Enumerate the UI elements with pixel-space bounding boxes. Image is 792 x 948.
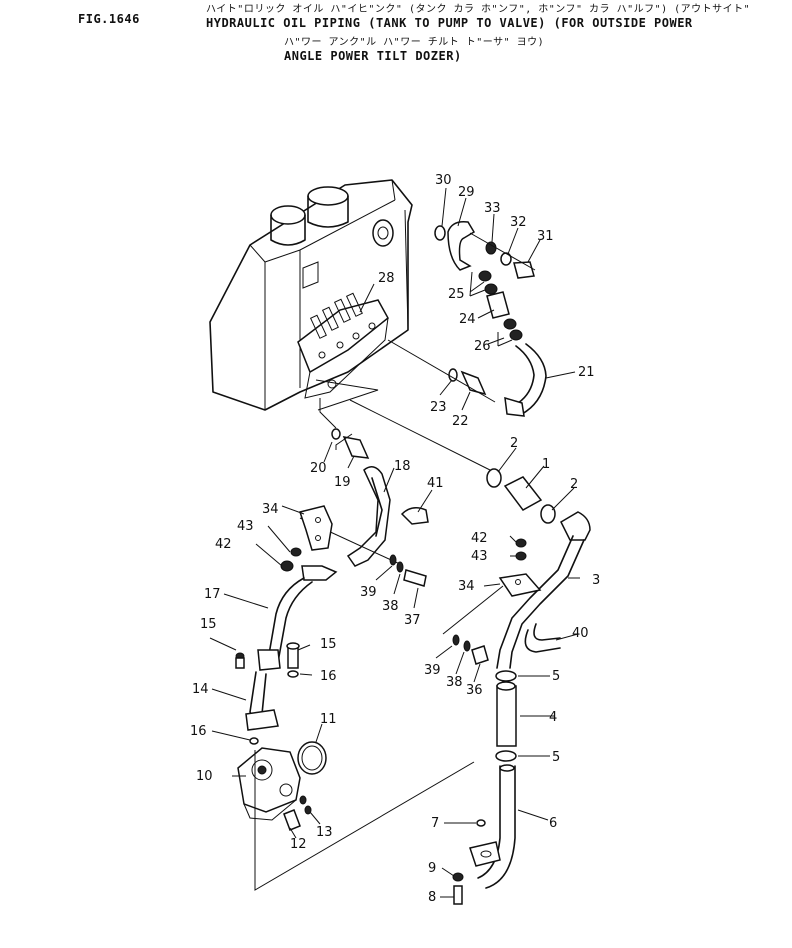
callout-6: 6 xyxy=(549,816,557,831)
callout-39b: 39 xyxy=(424,663,441,678)
hose-coupling-assembly xyxy=(469,270,523,347)
o-ring-30 xyxy=(434,225,446,241)
callout-42a: 42 xyxy=(215,537,232,552)
callout-43b: 43 xyxy=(471,549,488,564)
callout-29: 29 xyxy=(458,185,475,200)
callout-17: 15 xyxy=(320,637,337,652)
callout-labels: 30 29 33 32 31 28 25 24 26 21 23 22 2 1 … xyxy=(190,173,600,905)
callout-34: 34 xyxy=(458,579,475,594)
callout-18: 16 xyxy=(320,669,337,684)
callout-2b: 2 xyxy=(570,477,578,492)
callout-23: 21 xyxy=(578,365,595,380)
callout-38b: 38 xyxy=(446,675,463,690)
callout-15: 15 xyxy=(200,617,217,632)
elbow-14-assembly xyxy=(235,642,300,745)
callout-41: 41 xyxy=(427,476,444,491)
elbow-29 xyxy=(447,220,476,271)
callout-8: 8 xyxy=(428,890,436,905)
pump-discharge-fittings xyxy=(331,428,391,567)
callout-36: 36 xyxy=(466,683,483,698)
callout-27a: 25 xyxy=(448,287,465,302)
callout-33: 33 xyxy=(484,201,501,216)
callout-24: 22 xyxy=(452,414,469,429)
callout-19: 17 xyxy=(204,587,221,602)
leader-lines xyxy=(209,187,580,898)
bolt-31 xyxy=(513,261,535,279)
callout-32: 32 xyxy=(510,215,527,230)
callout-27b: 26 xyxy=(474,339,491,354)
callout-35: 34 xyxy=(262,502,279,517)
title-line-1: HYDRAULIC OIL PIPING (TANK TO PUMP TO VA… xyxy=(206,16,693,30)
title-line-2: ANGLE POWER TILT DOZER) xyxy=(284,49,462,63)
callout-38a: 38 xyxy=(382,599,399,614)
callout-7: 7 xyxy=(431,816,439,831)
callout-22: 20 xyxy=(310,461,327,476)
adapter-24-oring-25 xyxy=(387,339,496,403)
callout-11: 11 xyxy=(320,712,337,727)
title-kana-line-2: ハ"ワー アンク"ル ハ"ワー チルト ト"ーサ" ヨウ) xyxy=(284,37,545,48)
callout-42b: 42 xyxy=(471,531,488,546)
washer-32 xyxy=(500,252,512,266)
callout-14: 14 xyxy=(192,682,209,697)
callout-5a: 5 xyxy=(552,669,560,684)
callout-31: 31 xyxy=(537,229,554,244)
callout-9: 9 xyxy=(428,861,436,876)
callout-16: 16 xyxy=(190,724,207,739)
washer-33 xyxy=(485,241,497,255)
callout-37: 37 xyxy=(404,613,421,628)
callout-5b: 5 xyxy=(552,750,560,765)
callout-1: 1 xyxy=(542,457,550,472)
callout-21: 19 xyxy=(334,475,351,490)
tank-to-pump-suction xyxy=(486,468,591,669)
hydraulic-tank xyxy=(209,179,413,411)
callout-20: 18 xyxy=(394,459,411,474)
callout-3: 3 xyxy=(592,573,600,588)
figure-number: FIG.1646 xyxy=(78,12,140,26)
u-bolt-40 xyxy=(524,629,561,653)
callout-30: 30 xyxy=(435,173,452,188)
callout-28: 28 xyxy=(378,271,395,286)
bracket-35-assembly xyxy=(280,505,429,587)
callout-4: 4 xyxy=(549,710,557,725)
hydraulic-pump-10 xyxy=(237,741,327,831)
hose-19 xyxy=(257,565,338,671)
callout-25: 23 xyxy=(430,400,447,415)
control-valve xyxy=(297,292,389,399)
title-kana-line-1: ハイト"ロリック オイル ハ"イヒ"ンク" (タンク カラ ホ"ンフ", ホ"ン… xyxy=(206,4,751,15)
callout-10: 10 xyxy=(196,769,213,784)
callout-2a: 2 xyxy=(510,436,518,451)
callout-12: 12 xyxy=(290,837,307,852)
callout-39a: 39 xyxy=(360,585,377,600)
callout-26: 24 xyxy=(459,312,476,327)
suction-elbow-assembly xyxy=(434,220,536,279)
callout-40: 40 xyxy=(572,626,589,641)
callout-13: 13 xyxy=(316,825,333,840)
suction-hose-stack xyxy=(452,670,517,905)
hose-23 xyxy=(504,343,547,417)
callout-43a: 43 xyxy=(237,519,254,534)
